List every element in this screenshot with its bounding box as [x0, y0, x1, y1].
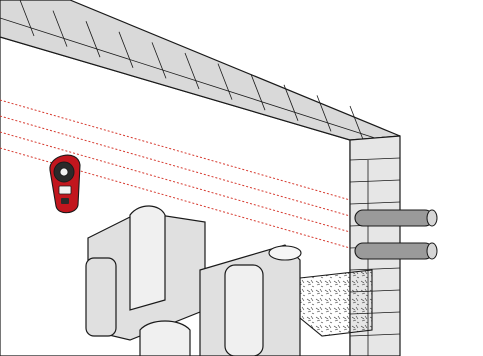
chair-front-arm [130, 206, 165, 310]
chair-left-post [86, 258, 116, 336]
chair-roller [140, 321, 190, 356]
scanner-display [59, 186, 71, 194]
pipe-end [427, 243, 437, 259]
pipe [355, 243, 433, 259]
chair-post-cap [269, 246, 301, 260]
pipe-end [427, 210, 437, 226]
scanner-button [61, 198, 69, 204]
scanner-sensor-center [60, 168, 68, 176]
insulation-icon [300, 270, 372, 336]
insulation-block [300, 270, 372, 336]
chair-right-post [225, 265, 263, 356]
pipe [355, 210, 433, 226]
